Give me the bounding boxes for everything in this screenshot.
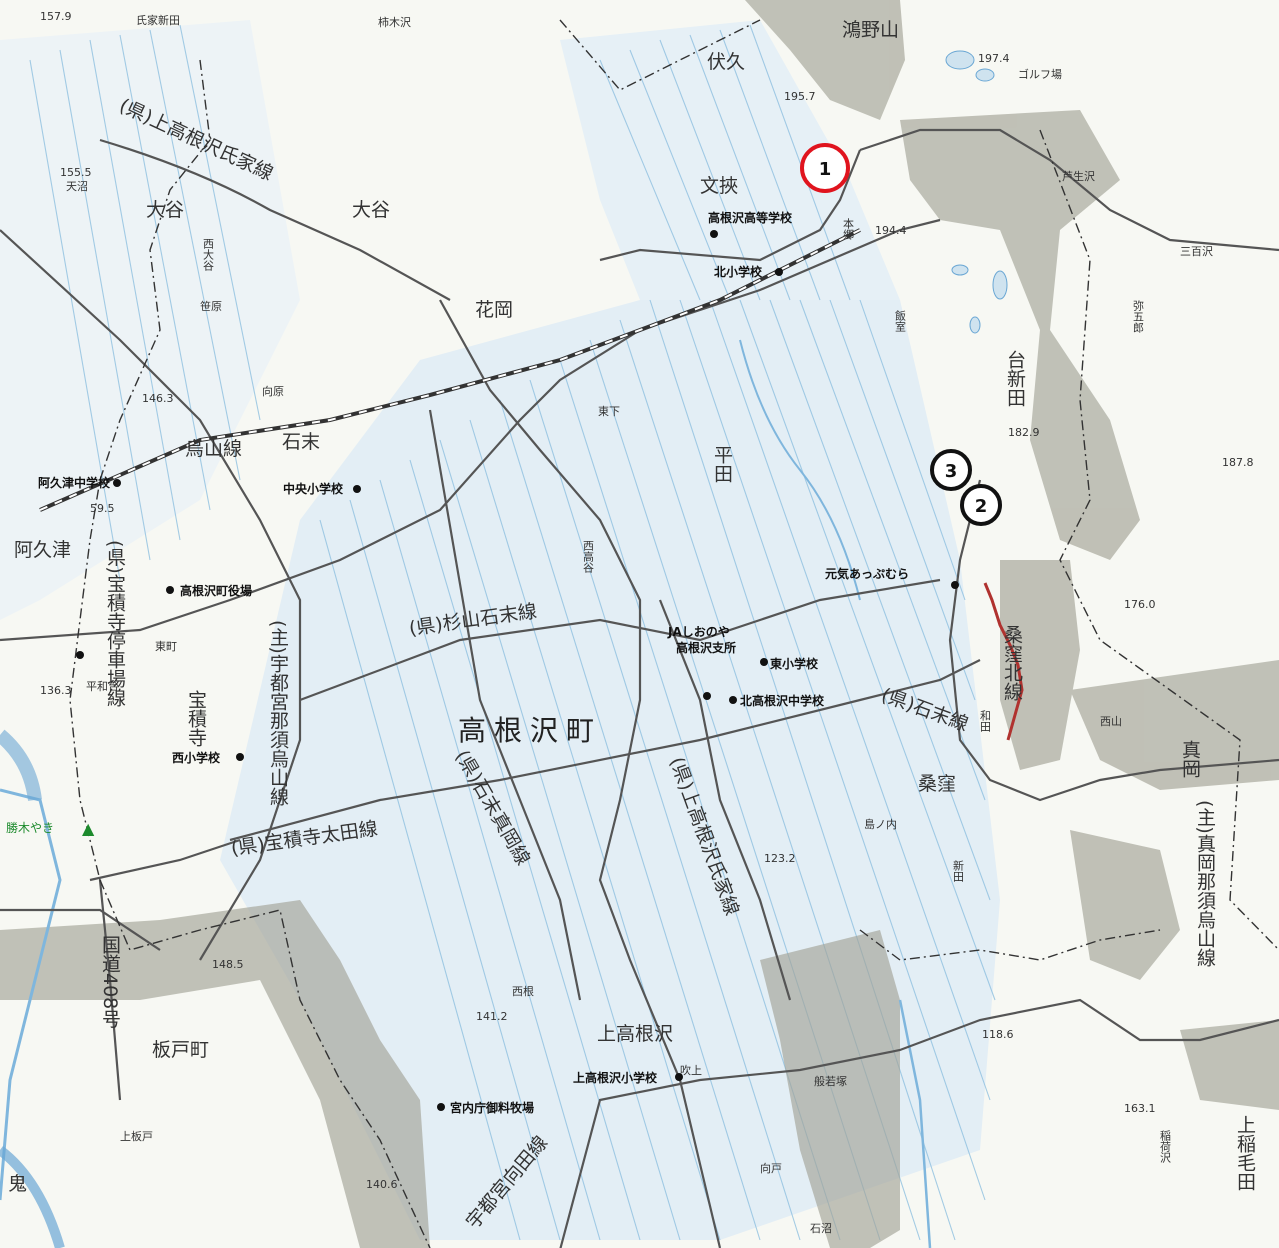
height-11: 146.3 — [142, 392, 174, 405]
label-shimanouchi: 島ノ内 — [864, 817, 897, 831]
label-school-koko: 高根沢高等学校 — [708, 210, 793, 225]
paddy-stripes — [29, 24, 996, 1241]
label-school-nishi: 西小学校 — [172, 750, 221, 765]
marker-1[interactable]: 1 — [800, 143, 850, 193]
label-ooya2: 大谷 — [352, 199, 390, 221]
label-ishinuma: 石沼 — [810, 1221, 832, 1235]
rivers — [0, 339, 932, 1248]
label-mukaihara: 向原 — [262, 384, 284, 398]
label-kamiinageta: 上稲毛田 — [1234, 1115, 1256, 1191]
karasuyama-rail — [39, 228, 861, 512]
label-sasahara: 笹原 — [200, 300, 222, 313]
label-ishizue: 石末 — [282, 431, 320, 453]
label-town: 高根沢町 — [458, 714, 602, 747]
label-road-nasu: (主)真岡那須烏山線 — [1194, 800, 1216, 967]
height-13: 140.6 — [366, 1178, 398, 1191]
label-higashimachi: 東町 — [155, 640, 177, 653]
roads — [0, 128, 1279, 1248]
label-school-kitachu: 北高根沢中学校 — [740, 693, 825, 708]
height-5: 182.9 — [1008, 426, 1040, 439]
label-akutsu: 阿久津 — [14, 539, 71, 561]
label-inarizawa: 稲荷沢 — [1159, 1130, 1172, 1164]
height-12: 141.2 — [476, 1010, 508, 1023]
label-daishinden: 台新田 — [1004, 350, 1026, 407]
label-hongou: 本郷 — [842, 217, 855, 241]
label-road-utsunomiya: (主)宇都宮那須烏山線 — [267, 620, 289, 806]
label-kuwakubo: 桑窪 — [918, 773, 956, 795]
label-nishitakaya: 西高谷 — [582, 540, 595, 574]
height-2: 195.7 — [784, 90, 816, 103]
label-amanuma: 天沼 — [66, 179, 88, 193]
label-golf: ゴルフ場 — [1018, 67, 1062, 81]
label-ja2: 高根沢支所 — [676, 640, 736, 655]
marker-1-label: 1 — [819, 159, 832, 180]
height-1: 157.9 — [40, 10, 72, 23]
boundary-lines — [69, 19, 1279, 1248]
label-hanaoka: 花岡 — [475, 299, 513, 321]
tree-icon: ▲ — [82, 819, 95, 838]
label-shinden: 新田 — [952, 859, 965, 882]
label-school-chuo: 中央小学校 — [283, 481, 344, 496]
label-shikemachi: 氏家新田 — [136, 13, 180, 27]
label-school-higashi: 東小学校 — [770, 656, 819, 671]
label-oni: 鬼 — [8, 1173, 27, 1195]
height-4: 194.4 — [875, 224, 907, 237]
label-nishiooya: 西大谷 — [202, 238, 215, 272]
route-line — [983, 582, 1024, 741]
height-10: 148.5 — [212, 958, 244, 971]
height-8: 163.1 — [1124, 1102, 1156, 1115]
height-17: 59.5 — [90, 502, 115, 515]
label-kamiitado: 上板戸 — [120, 1129, 153, 1143]
height-16: 118.6 — [982, 1028, 1014, 1041]
label-nishine: 西根 — [512, 984, 534, 998]
height-15: 123.2 — [764, 852, 796, 865]
label-school-akutsu: 阿久津中学校 — [38, 475, 111, 490]
label-school-kamitaka: 上高根沢小学校 — [573, 1070, 658, 1085]
label-wada: 和田 — [979, 710, 992, 732]
label-iimuro: 飯室 — [894, 309, 907, 332]
height-9: 155.5 — [60, 166, 92, 179]
label-ooya1: 大谷 — [146, 199, 184, 221]
marker-3[interactable]: 3 — [930, 449, 972, 491]
label-bunkyo: 文挾 — [700, 175, 738, 197]
label-heiwadai: 平和台 — [86, 679, 119, 693]
label-ja: JAしおのや — [667, 625, 730, 639]
height-14: 136.3 — [40, 684, 72, 697]
label-itadomachi: 板戸町 — [152, 1039, 209, 1061]
label-school-kita: 北小学校 — [714, 264, 763, 279]
height-3: 197.4 — [978, 52, 1010, 65]
label-kounoyama: 鴻野山 — [842, 19, 899, 41]
height-7: 176.0 — [1124, 598, 1156, 611]
label-fushiku: 伏久 — [707, 51, 745, 73]
label-road-teishajo: (県)宝積寺停車場線 — [104, 540, 126, 707]
label-route408: 国道408号 — [99, 935, 121, 1028]
label-mooka: 真岡 — [1179, 740, 1201, 778]
label-nishiyama: 西山 — [1100, 715, 1122, 728]
label-hosakuji: 宝積寺 — [185, 690, 207, 747]
label-hirata: 平田 — [711, 445, 733, 483]
label-higashishita: 東下 — [598, 405, 620, 418]
label-sanbyakuzawa: 三百沢 — [1180, 244, 1213, 258]
label-ashiozawa: 芦生沢 — [1062, 169, 1095, 183]
marker-3-label: 3 — [945, 461, 958, 482]
label-kakigizawa: 柿木沢 — [378, 15, 411, 29]
marker-2[interactable]: 2 — [960, 484, 1002, 526]
label-shodamachi: 勝木やき — [6, 820, 54, 835]
label-yagorou: 弥五郎 — [1132, 299, 1145, 333]
ponds — [945, 50, 1008, 334]
label-road-kuwakubo: 桑窪北線 — [1001, 625, 1023, 701]
facility-dots — [76, 230, 959, 1111]
label-ranch: 宮内庁御料牧場 — [450, 1100, 534, 1115]
marker-2-label: 2 — [975, 496, 988, 517]
label-genki: 元気あっぷむら — [825, 566, 909, 581]
height-6: 187.8 — [1222, 456, 1254, 469]
label-fukiage: 吹上 — [680, 1064, 702, 1077]
label-mukaido: 向戸 — [760, 1161, 782, 1175]
label-kamitakanezawa: 上高根沢 — [597, 1023, 673, 1045]
label-road-karasuyama: 烏山線 — [185, 438, 242, 460]
label-hannyazuka: 般若塚 — [814, 1075, 847, 1088]
label-town-office: 高根沢町役場 — [180, 583, 252, 598]
